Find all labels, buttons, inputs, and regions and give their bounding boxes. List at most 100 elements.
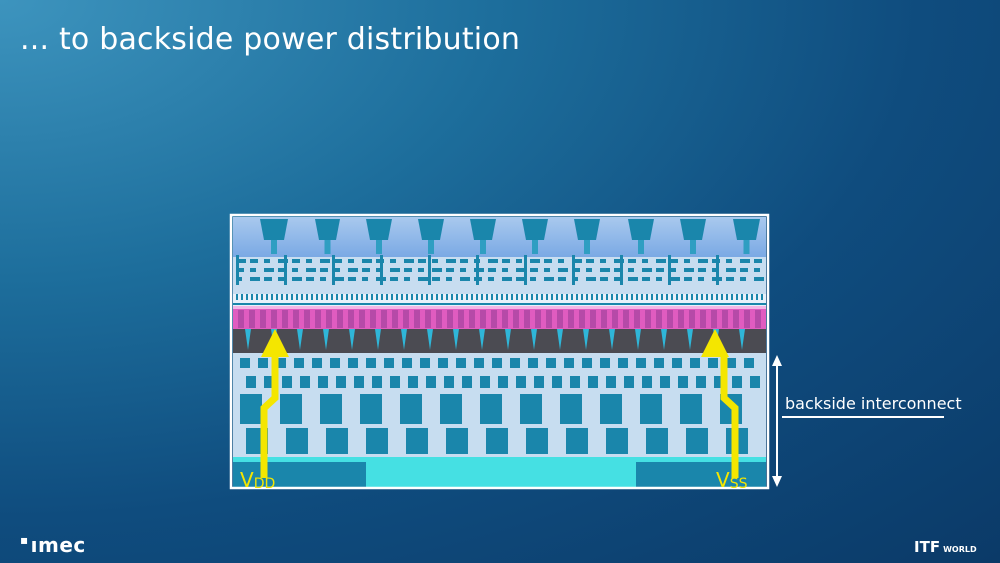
backside-block: [384, 358, 394, 368]
metal-line: [726, 259, 732, 263]
metal-line: [600, 277, 608, 281]
comb-tooth: [516, 294, 518, 300]
magenta-column: [491, 310, 497, 328]
top-trapezoids: [260, 219, 760, 254]
magenta-column: [656, 310, 662, 328]
backside-block: [240, 394, 262, 424]
metal-line: [726, 277, 734, 281]
metal-line: [446, 259, 456, 263]
metal-line: [334, 277, 344, 281]
via-trapezoid: [733, 219, 760, 240]
magenta-column: [315, 310, 321, 328]
comb-tooth: [346, 294, 348, 300]
comb-tooth: [576, 294, 578, 300]
backside-block: [366, 358, 376, 368]
double-arrow-icon: [772, 355, 782, 487]
metal-via: [620, 255, 623, 285]
comb-tooth: [311, 294, 313, 300]
comb-tooth: [726, 294, 728, 300]
backside-block: [510, 358, 520, 368]
via-trapezoid: [418, 219, 444, 240]
dark-device-band: [233, 329, 766, 353]
metal-line: [292, 268, 298, 272]
comb-tooth: [361, 294, 363, 300]
magenta-column: [579, 310, 585, 328]
metal-line: [600, 259, 606, 263]
metal-line: [628, 277, 638, 281]
comb-tooth: [371, 294, 373, 300]
backside-block: [646, 428, 668, 454]
metal-line: [306, 268, 316, 272]
metal-line: [530, 259, 540, 263]
metal-line: [334, 259, 342, 263]
magenta-column: [414, 310, 420, 328]
metal-line: [250, 277, 260, 281]
metal-line: [572, 259, 582, 263]
metal-line: [390, 277, 398, 281]
metal-line: [530, 277, 536, 281]
comb-tooth: [386, 294, 388, 300]
via-stem: [532, 240, 538, 254]
magenta-column: [458, 310, 464, 328]
via-trapezoid: [260, 219, 288, 240]
backside-block: [438, 358, 448, 368]
backside-block: [680, 394, 702, 424]
comb-tooth: [571, 294, 573, 300]
comb-tooth: [256, 294, 258, 300]
metal-line: [306, 259, 312, 263]
backside-block: [686, 428, 708, 454]
comb-tooth: [381, 294, 383, 300]
magenta-column: [667, 310, 673, 328]
backside-block: [330, 358, 340, 368]
comb-tooth: [356, 294, 358, 300]
metal-via: [524, 255, 527, 285]
metal-line: [698, 268, 706, 272]
magenta-column: [403, 310, 409, 328]
backside-block: [286, 428, 308, 454]
backside-block: [240, 358, 250, 368]
metal-line: [670, 277, 680, 281]
metal-line: [376, 268, 382, 272]
metal-line: [754, 277, 764, 281]
device-spike: [609, 329, 615, 350]
comb-tooth: [291, 294, 293, 300]
comb-tooth: [686, 294, 688, 300]
backside-block: [294, 358, 304, 368]
backside-block: [480, 376, 490, 388]
comb-tooth: [461, 294, 463, 300]
metal-line: [264, 277, 272, 281]
via-stem: [690, 240, 696, 254]
metal-line: [558, 259, 564, 263]
metal-line: [586, 268, 592, 272]
device-spike: [401, 329, 407, 350]
metal-line: [334, 268, 340, 272]
magenta-column: [348, 310, 354, 328]
vdd-sub: DD: [253, 476, 276, 492]
metal-line: [642, 277, 650, 281]
via-stem: [584, 240, 590, 254]
diagram-frame: [229, 213, 770, 490]
metal-line: [264, 268, 274, 272]
comb-tooth: [681, 294, 683, 300]
via-trapezoid: [366, 219, 392, 240]
comb-tooth: [656, 294, 658, 300]
metal-line: [446, 268, 454, 272]
metal-via: [476, 255, 479, 285]
metal-line: [348, 277, 356, 281]
metal-line: [488, 277, 494, 281]
metal-line: [544, 277, 554, 281]
metal-line: [586, 259, 594, 263]
backside-block: [708, 358, 718, 368]
device-spike: [297, 329, 303, 350]
magenta-column: [238, 310, 244, 328]
magenta-column: [722, 310, 728, 328]
backside-block: [390, 376, 400, 388]
magenta-column: [623, 310, 629, 328]
comb-tooth: [261, 294, 263, 300]
backside-block: [264, 376, 274, 388]
metal-line: [236, 259, 246, 263]
comb-tooth: [636, 294, 638, 300]
metal-line: [656, 277, 662, 281]
backside-block: [282, 376, 292, 388]
backside-block: [446, 428, 468, 454]
